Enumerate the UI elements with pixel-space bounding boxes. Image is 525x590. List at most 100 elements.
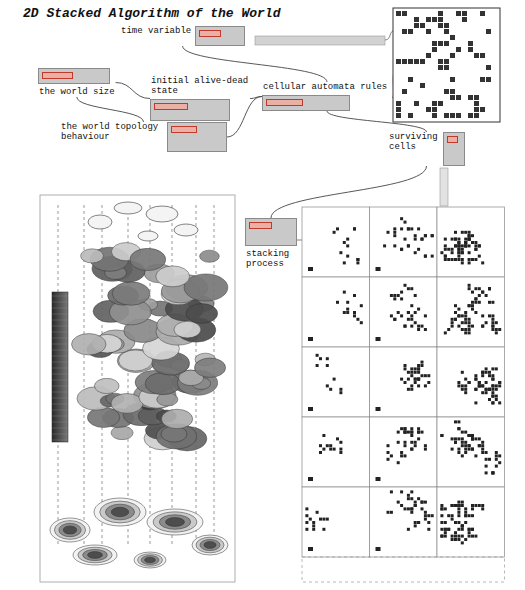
cell: [390, 294, 393, 297]
cell: [326, 384, 329, 387]
cell: [414, 378, 417, 381]
cell: [491, 401, 494, 404]
cell: [471, 234, 474, 237]
cell: [414, 59, 419, 64]
cell: [468, 238, 471, 241]
cell: [444, 113, 449, 118]
cell: [454, 318, 457, 321]
cell: [464, 514, 467, 517]
grid-frame: [302, 207, 370, 277]
cell: [478, 244, 481, 247]
component-node: stacking process: [245, 218, 297, 269]
cell: [461, 541, 464, 544]
cell: [464, 514, 467, 517]
cell: [471, 528, 474, 531]
cell: [457, 241, 460, 244]
cell: [417, 521, 420, 524]
cell: [414, 23, 419, 28]
cell: [457, 241, 460, 244]
cell: [400, 454, 403, 457]
cell: [474, 113, 479, 118]
cell: [471, 304, 474, 307]
cell: [383, 244, 386, 247]
cell: [431, 255, 434, 258]
cell: [387, 511, 390, 514]
grid-frame: [302, 277, 370, 347]
cell: [468, 304, 471, 307]
cell: [404, 431, 407, 434]
cell: [421, 374, 424, 377]
cell: [474, 95, 479, 100]
cell: [438, 23, 443, 28]
contour: [63, 526, 77, 534]
cell: [387, 231, 390, 234]
cell: [393, 318, 396, 321]
cell: [474, 248, 477, 251]
cell: [336, 227, 339, 230]
cell: [491, 401, 494, 404]
cell: [417, 328, 420, 331]
cell: [454, 504, 457, 507]
cell-cluster: [145, 373, 181, 395]
cell: [464, 328, 467, 331]
cell: [495, 451, 498, 454]
cell: [451, 538, 454, 541]
floating-cell: [88, 215, 112, 229]
cell: [457, 501, 460, 504]
cell: [356, 318, 359, 321]
cell: [407, 497, 410, 500]
cell: [471, 258, 474, 261]
cell: [456, 113, 461, 118]
cell: [457, 507, 460, 510]
wire-connector: [116, 83, 150, 99]
cell: [488, 314, 491, 317]
cell: [414, 101, 419, 106]
contour: [134, 552, 166, 568]
cell: [491, 321, 494, 324]
cell: [410, 490, 413, 493]
cell: [396, 59, 401, 64]
cell-cluster: [111, 394, 143, 414]
cell: [426, 53, 431, 58]
cell: [468, 535, 471, 538]
cell: [396, 11, 401, 16]
column-hatch: [52, 350, 68, 351]
cell: [451, 248, 454, 251]
cell-cluster: [156, 266, 190, 287]
cell: [451, 448, 454, 451]
cell: [468, 238, 471, 241]
cell: [410, 497, 413, 500]
cell: [495, 465, 498, 468]
cell: [485, 451, 488, 454]
contour: [204, 542, 216, 549]
cell: [485, 367, 488, 370]
cell: [491, 378, 494, 381]
cell: [468, 234, 471, 237]
cell: [478, 504, 481, 507]
cell: [396, 107, 401, 112]
cell: [407, 371, 410, 374]
cell: [400, 490, 403, 493]
cell: [404, 364, 407, 367]
cell: [339, 441, 342, 444]
cell: [427, 374, 430, 377]
cell: [444, 89, 449, 94]
cell: [407, 287, 410, 290]
cell: [410, 431, 413, 434]
cell: [420, 59, 425, 64]
grid-frame: [302, 347, 370, 417]
cell: [451, 437, 454, 440]
cell: [464, 444, 467, 447]
cell: [424, 448, 427, 451]
cell: [471, 301, 474, 304]
cell: [414, 238, 417, 241]
cell: [464, 441, 467, 444]
cell: [444, 531, 447, 534]
cell: [400, 504, 403, 507]
cell: [468, 238, 471, 241]
cell: [491, 395, 494, 398]
cell: [447, 514, 450, 517]
input-slot: [171, 126, 197, 133]
cell: [468, 258, 471, 261]
cell: [461, 535, 464, 538]
